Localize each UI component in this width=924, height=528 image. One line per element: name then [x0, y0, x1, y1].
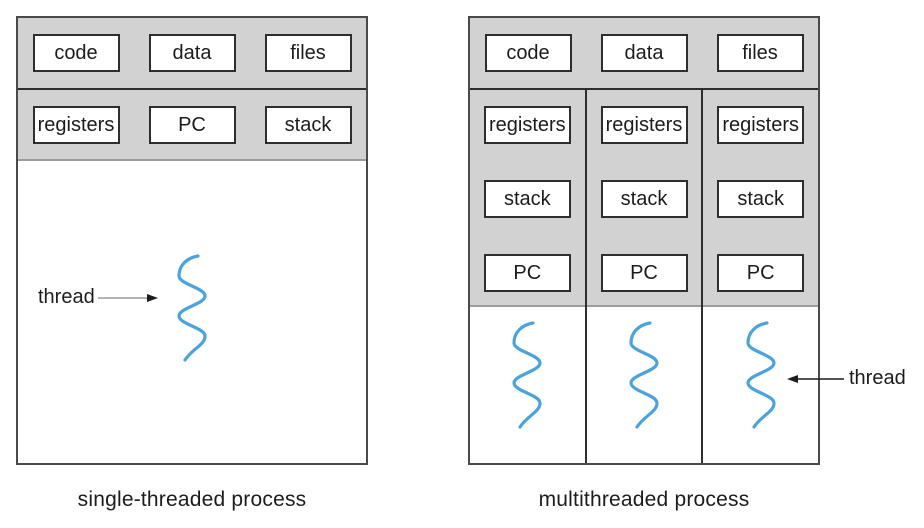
thread-squiggle [512, 321, 542, 429]
thread2-stack-box: stack [600, 180, 688, 218]
code-label: code [506, 42, 550, 64]
multi-code-cell: code [470, 18, 586, 88]
thread3-thread-area [703, 307, 819, 463]
thread-squiggle [629, 321, 659, 429]
thread1-stack-box: stack [483, 180, 571, 218]
data-label: data [624, 42, 664, 64]
thread1-thread-area [470, 307, 585, 463]
single-pc-cell: PC [134, 90, 250, 159]
single-shared-resources-band: code data files [18, 18, 366, 90]
thread2-thread-area [586, 307, 702, 463]
multi-files-box: files [716, 34, 804, 72]
single-stack-cell: stack [250, 90, 366, 159]
files-label: files [290, 42, 326, 64]
files-label: files [742, 42, 778, 64]
registers-label: registers [37, 113, 115, 136]
single-code-box: code [32, 34, 120, 72]
single-thread-area [18, 161, 366, 463]
single-code-cell: code [18, 18, 134, 88]
registers-label: registers [722, 114, 800, 136]
multi-shared-resources-band: code data files [470, 18, 818, 90]
thread-callout-left: thread [38, 286, 159, 309]
registers-label: registers [605, 114, 683, 136]
thread1-registers-box: registers [483, 106, 571, 144]
thread-column-1: registers stack PC [470, 90, 587, 463]
code-label: code [54, 42, 98, 64]
thread3-pc-box: PC [717, 254, 805, 292]
pc-label: PC [746, 262, 775, 284]
pc-label: PC [178, 113, 206, 136]
multithreaded-process-box: code data files registers stack PC [468, 16, 820, 465]
stack-label: stack [503, 188, 551, 210]
single-files-cell: files [250, 18, 366, 88]
pc-label: PC [513, 262, 542, 284]
single-pc-box: PC [148, 105, 236, 144]
thread1-state-section: registers stack PC [470, 90, 585, 307]
single-registers-cell: registers [18, 90, 134, 159]
thread2-registers-box: registers [600, 106, 688, 144]
arrow-left-icon [787, 374, 844, 383]
thread-label: thread [849, 367, 906, 389]
arrow-right-icon [97, 293, 158, 302]
multithreaded-caption: multithreaded process [538, 488, 750, 511]
multi-files-cell: files [702, 18, 818, 88]
single-threaded-process-box: code data files registers PC stack [16, 16, 368, 465]
thread2-pc-box: PC [600, 254, 688, 292]
single-files-box: files [264, 34, 352, 72]
data-label: data [172, 42, 212, 64]
multi-data-box: data [600, 34, 688, 72]
thread3-stack-box: stack [717, 180, 805, 218]
thread-column-2: registers stack PC [586, 90, 704, 463]
multi-data-cell: data [586, 18, 702, 88]
thread-squiggle [746, 321, 776, 429]
thread3-registers-box: registers [717, 106, 805, 144]
single-data-cell: data [134, 18, 250, 88]
single-threaded-caption: single-threaded process [77, 488, 307, 511]
pc-label: PC [630, 262, 658, 284]
thread-squiggle [177, 254, 207, 362]
single-registers-box: registers [32, 105, 120, 144]
stack-label: stack [737, 188, 785, 210]
single-data-box: data [148, 34, 236, 72]
thread-columns: registers stack PC registers stack PC [470, 90, 819, 463]
thread-column-3: registers stack PC [703, 90, 819, 463]
multi-code-box: code [484, 34, 572, 72]
single-stack-box: stack [264, 105, 352, 144]
thread1-pc-box: PC [483, 254, 571, 292]
single-thread-state-band: registers PC stack [18, 90, 366, 161]
thread-callout-right: thread [786, 367, 906, 390]
stack-label: stack [284, 113, 332, 136]
registers-label: registers [488, 114, 566, 136]
stack-label: stack [620, 188, 668, 210]
thread-label: thread [38, 286, 95, 308]
thread3-state-section: registers stack PC [703, 90, 819, 307]
thread2-state-section: registers stack PC [586, 90, 702, 307]
